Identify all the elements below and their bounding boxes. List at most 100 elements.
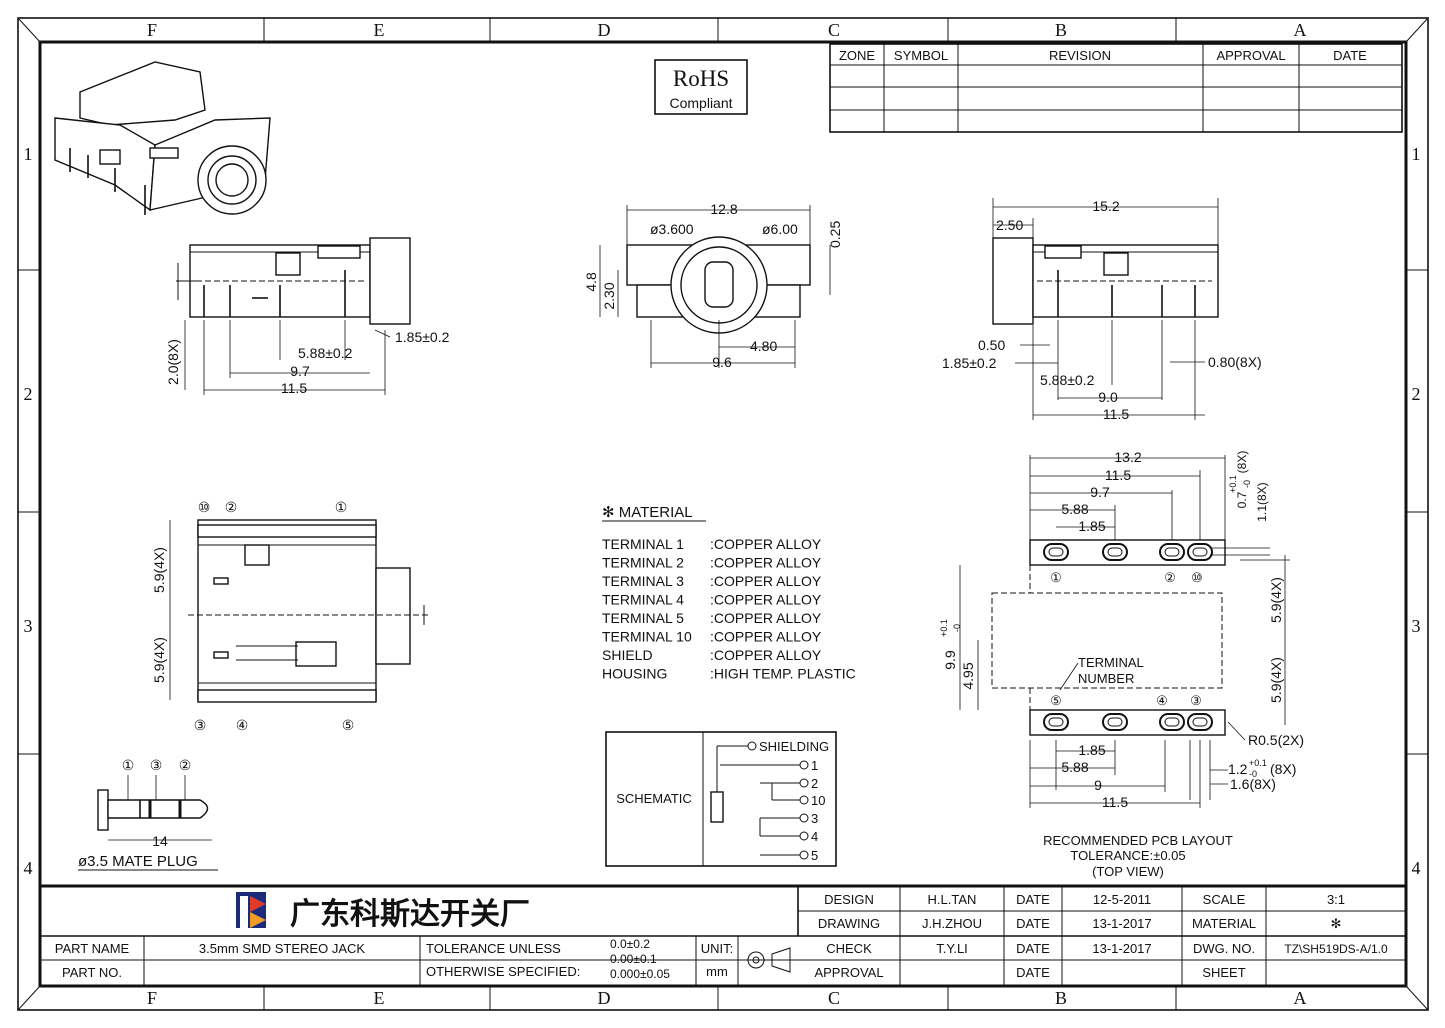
dim-front-slot: 4.80 xyxy=(750,338,777,354)
zone-top-a: A xyxy=(1294,20,1307,40)
pcb-left-99: 9.9 xyxy=(942,650,958,670)
pcb-b-9: 9 xyxy=(1094,777,1102,793)
top-pin-1: ① xyxy=(335,499,348,515)
tolerance-1: 0.0±0.2 xyxy=(610,937,650,951)
schematic-pin-label: 10 xyxy=(811,793,825,808)
front-view: 12.8 ø3.600 ø6.00 0.25 4.8 2.30 4.80 9.6 xyxy=(583,201,843,370)
approval-label: APPROVAL xyxy=(814,965,883,980)
pcb-term-label2: NUMBER xyxy=(1078,671,1134,686)
rohs-mark: RoHS Compliant xyxy=(654,59,748,115)
dim-left-tol1: 1.85±0.2 xyxy=(395,329,450,345)
drawing-name: J.H.ZHOU xyxy=(922,916,982,931)
pcb-b-12-sub: -0 xyxy=(1249,769,1257,779)
material-spec: :COPPER ALLOY xyxy=(710,573,822,589)
pcb-b-12: 1.2 xyxy=(1228,761,1248,777)
pcb-pad-tol1-sup: +0.1 xyxy=(1228,475,1238,493)
sheet-label: SHEET xyxy=(1202,965,1245,980)
top-pin-4: ④ xyxy=(236,717,249,733)
material-item: TERMINAL 10 xyxy=(602,629,692,645)
pcb-w-total: 13.2 xyxy=(1114,449,1141,465)
zone-left-2: 2 xyxy=(24,384,33,404)
unit-value: mm xyxy=(706,964,728,979)
rev-header-zone: ZONE xyxy=(839,48,875,63)
zone-bottom-d: D xyxy=(598,988,611,1008)
pcb-b-588: 5.88 xyxy=(1061,759,1088,775)
left-side-view: 2.0(8X) 1.85±0.2 5.88±0.2 9.7 11.5 xyxy=(165,237,450,396)
check-date: 13-1-2017 xyxy=(1092,941,1151,956)
design-date-label: DATE xyxy=(1016,892,1050,907)
pcb-left-495: 4.95 xyxy=(960,662,976,689)
dim-front-height: 4.8 xyxy=(583,272,599,292)
pcb-right-upper: 5.9(4X) xyxy=(1268,577,1284,623)
pcb-pad-hole xyxy=(1164,717,1180,727)
material-item: TERMINAL 1 xyxy=(602,536,684,552)
company-logo xyxy=(236,892,266,928)
plug-label-1: ① xyxy=(122,757,135,773)
scale-value: 3:1 xyxy=(1327,892,1345,907)
schematic-pin-label: 2 xyxy=(811,776,818,791)
pcb-pad-hole xyxy=(1048,717,1064,727)
pcb-w-115: 11.5 xyxy=(1105,467,1131,483)
pcb-caption2: TOLERANCE:±0.05 xyxy=(1070,848,1185,863)
dim-front-center-h: 2.30 xyxy=(601,282,617,309)
right-side-view: 15.2 2.50 0.50 1.85±0.2 0.80(8X) 5.88±0.… xyxy=(942,198,1262,422)
dim-left-pitch: 5.88±0.2 xyxy=(298,345,353,361)
zone-left-1: 1 xyxy=(24,144,33,164)
dim-front-hole-small: ø3.600 xyxy=(650,221,694,237)
schematic-pin-label: 1 xyxy=(811,758,818,773)
approval-date-label: DATE xyxy=(1016,965,1050,980)
title-block: 广东科斯达开关厂 DESIGN H.L.TAN DATE 12-5-2011 S… xyxy=(38,884,1408,988)
rev-header-symbol: SYMBOL xyxy=(894,48,948,63)
dim-front-width: 12.8 xyxy=(710,201,737,217)
scale-label: SCALE xyxy=(1203,892,1246,907)
zone-bottom-b: B xyxy=(1055,988,1067,1008)
design-date: 12-5-2011 xyxy=(1093,892,1151,907)
dim-right-tol1: 1.85±0.2 xyxy=(942,355,997,371)
pcb-pad-hole xyxy=(1048,547,1064,557)
pcb-pad-hole xyxy=(1192,717,1208,727)
schematic-pin-terminal xyxy=(799,813,809,823)
pcb-left-99-sup: +0.1 xyxy=(939,619,949,637)
pcb-b-12-sup: +0.1 xyxy=(1249,758,1267,768)
zone-top-e: E xyxy=(374,20,385,40)
drawing-label: DRAWING xyxy=(818,916,880,931)
schematic-pin-terminal xyxy=(799,760,809,770)
top-pin-10: ⑩ xyxy=(198,499,211,515)
zone-left-3: 3 xyxy=(24,616,33,636)
material-spec: :COPPER ALLOY xyxy=(710,610,822,626)
material-spec: :HIGH TEMP. PLASTIC xyxy=(710,666,856,682)
pcb-pad-tol1-sub: -0 xyxy=(1242,480,1252,488)
pcb-pad-hole xyxy=(1192,547,1208,557)
pcb-b-16: 1.6(8X) xyxy=(1230,776,1276,792)
dim-front-base: 9.6 xyxy=(712,354,732,370)
zone-top-d: D xyxy=(598,20,611,40)
material-item: SHIELD xyxy=(602,647,653,663)
material-title: ✻ MATERIAL xyxy=(602,504,693,521)
zone-top-f: F xyxy=(147,20,157,40)
plug-length: 14 xyxy=(152,833,168,849)
zone-left-4: 4 xyxy=(24,858,33,878)
check-label: CHECK xyxy=(826,941,872,956)
rev-header-revision: REVISION xyxy=(1049,48,1111,63)
dim-right-nose: 2.50 xyxy=(996,217,1023,233)
pcb-layout: 13.2 11.5 9.7 5.88 1.85 0.7 +0.1 -0 (8X)… xyxy=(939,449,1304,879)
top-pin-3: ③ xyxy=(194,717,207,733)
material-value: ✻ xyxy=(1331,916,1342,931)
pcb-w-97: 9.7 xyxy=(1090,484,1110,500)
zone-right-3: 3 xyxy=(1412,616,1421,636)
pcb-pad-11: 1.1(8X) xyxy=(1255,482,1269,521)
pcb-pin-bottom-3: ③ xyxy=(1190,693,1202,708)
zone-bottom-c: C xyxy=(828,988,840,1008)
zone-top-b: B xyxy=(1055,20,1067,40)
pcb-left-99-sub: -0 xyxy=(952,624,962,632)
material-spec: :COPPER ALLOY xyxy=(710,592,822,608)
pcb-term-label1: TERMINAL xyxy=(1078,655,1144,670)
zone-right-4: 4 xyxy=(1412,858,1421,878)
plug-label-3: ③ xyxy=(150,757,163,773)
plug-label-2: ② xyxy=(179,757,192,773)
revision-table: ZONE SYMBOL REVISION APPROVAL DATE xyxy=(829,43,1403,133)
